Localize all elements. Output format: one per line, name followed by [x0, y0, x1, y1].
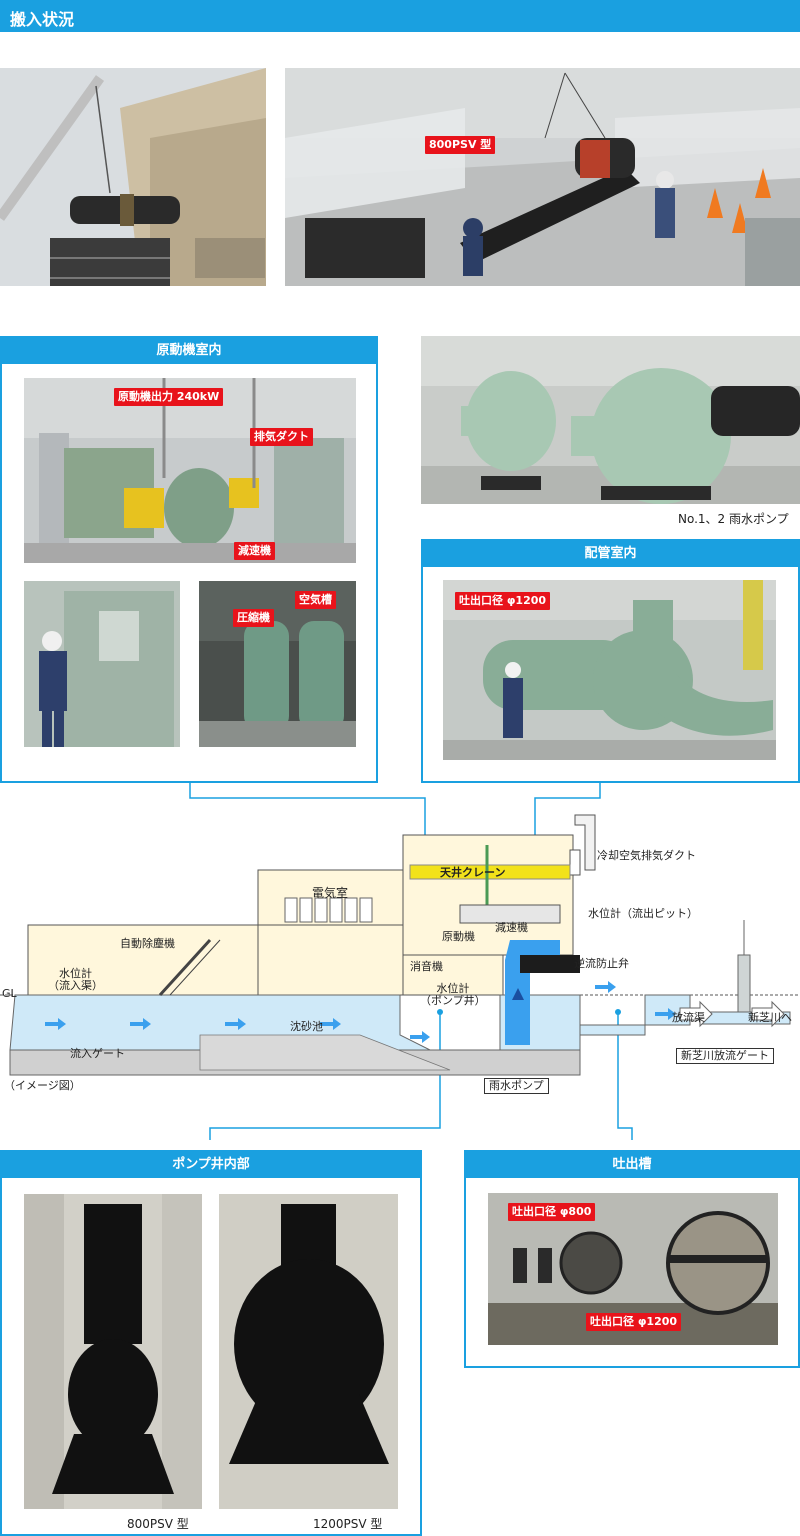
label-muffler: 消音機 — [410, 960, 443, 973]
header-bar: 搬入状況 — [0, 0, 800, 32]
label-grit-chamber: 沈砂池 — [290, 1020, 323, 1033]
label-rain-pump: 雨水ポンプ — [484, 1078, 549, 1094]
callout-outlet-1200: 吐出口径 φ1200 — [455, 592, 551, 610]
callout-air-tank: 空気槽 — [295, 591, 336, 609]
label-discharge-channel: 放流渠 — [672, 1011, 705, 1024]
photo-indoor-hoist: 800PSV 型 — [285, 68, 800, 286]
panel-engine-room-title: 原動機室内 — [2, 338, 376, 364]
label-river-gate: 新芝川放流ゲート — [676, 1048, 774, 1064]
label-to-river: 新芝川へ — [748, 1011, 792, 1024]
photo-discharge-tank: 吐出口径 φ800 吐出口径 φ1200 — [488, 1193, 778, 1345]
label-exhaust-duct: 冷却空気排気ダクト — [597, 849, 696, 862]
photo-compressor: 圧縮機 空気槽 — [199, 581, 356, 747]
label-electric-room: 電気室 — [312, 886, 349, 900]
label-auto-screen: 自動除塵機 — [120, 937, 175, 950]
callout-outlet-800: 吐出口径 φ800 — [508, 1203, 596, 1221]
panel-discharge-tank-title: 吐出槽 — [466, 1152, 798, 1178]
caption-rain-pumps: No.1、2 雨水ポンプ — [678, 512, 789, 526]
page-title: 搬入状況 — [10, 10, 75, 29]
photo-piping-room: 吐出口径 φ1200 — [443, 580, 776, 760]
callout-engine-output: 原動機出力 240kW — [114, 388, 224, 406]
cross-section-diagram — [0, 814, 800, 1076]
panel-pump-well-title: ポンプ井内部 — [2, 1152, 420, 1178]
panel-piping-room-title: 配管室内 — [423, 541, 798, 567]
label-reducer-diagram: 減速機 — [495, 921, 528, 934]
label-motor: 原動機 — [442, 930, 475, 943]
photo-pump-1200 — [219, 1194, 398, 1509]
label-crane: 天井クレーン — [440, 866, 506, 879]
callout-compressor: 圧縮機 — [233, 609, 274, 627]
label-gl: GL — [2, 987, 17, 1000]
label-water-level-pump: 水位計 （ポンプ井） — [420, 982, 486, 1007]
photo-crane-lift — [0, 68, 266, 286]
callout-outlet-1200-tank: 吐出口径 φ1200 — [586, 1313, 682, 1331]
photo-pump-800 — [24, 1194, 202, 1509]
label-inflow-gate: 流入ゲート — [70, 1047, 125, 1060]
photo-rain-pumps — [421, 336, 800, 504]
label-image-note: （イメージ図） — [4, 1079, 81, 1092]
callout-reducer: 減速機 — [234, 542, 275, 560]
callout-800psv: 800PSV 型 — [425, 136, 496, 154]
label-water-level-outflow: 水位計（流出ピット） — [588, 907, 698, 920]
photo-engine-room: 原動機出力 240kW 排気ダクト 減速機 — [24, 378, 356, 563]
label-water-level-inflow: 水位計 （流入渠） — [48, 967, 103, 992]
caption-pump-1200: 1200PSV 型 — [313, 1517, 383, 1531]
photo-control-panel — [24, 581, 180, 747]
caption-pump-800: 800PSV 型 — [127, 1517, 189, 1531]
callout-exhaust-duct: 排気ダクト — [250, 428, 313, 446]
label-check-valve: 逆流防止弁 — [574, 957, 629, 970]
